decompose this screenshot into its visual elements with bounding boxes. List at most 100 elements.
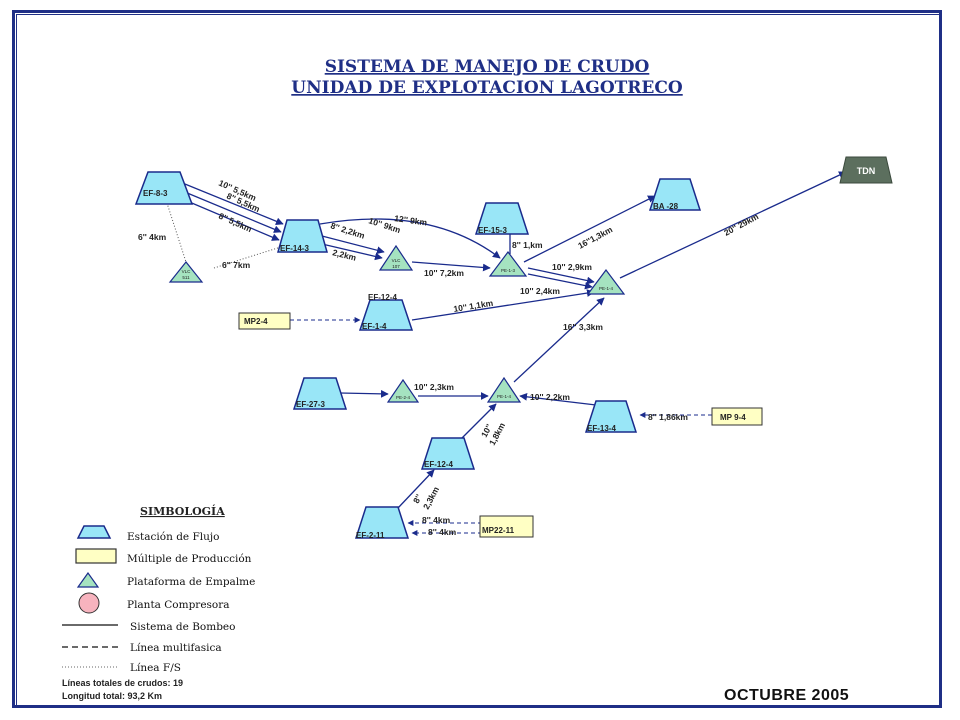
pipe-ef8-ef14-b [179,189,282,233]
pipe-label: 16''1,3km [576,224,614,251]
pipe-label: 20'' 29km [722,211,760,238]
pipe-label: 10'' 2,2km [530,392,570,402]
legend-pumping: Sistema de Bombeo [130,621,235,633]
pipe-vlc107-pe13 [411,261,491,272]
pipe-label: 10'' 2,4km [520,286,560,296]
station-label: EF-8-3 [143,189,168,198]
pipe-ef27-pe24 [339,389,389,398]
manifold-mp22-11[interactable] [479,515,534,538]
platform-label: PE-1-4 [497,394,512,399]
pipe-label: 8'' 4km [422,515,451,525]
station-label: EF-2-11 [356,531,385,540]
legend-platform-icon [76,571,100,588]
platform-label: PE-1-3 [501,268,516,273]
platform-pe-1-4-lower[interactable] [486,376,522,403]
platform-vlc-511[interactable] [168,261,204,283]
legend-compressor: Planta Compresora [127,599,230,611]
station-ba-28[interactable] [648,178,702,211]
legend-heading: SIMBOLOGÍA [140,504,225,518]
title-line-2: UNIDAD DE EXPLOTACION LAGOTRECO [291,78,683,98]
platform-vlc-107[interactable] [378,244,414,271]
platform-pe-2-4[interactable] [386,378,420,403]
pipe-ef83-vlc511 [165,199,187,263]
destination-label: TDN [857,166,876,176]
manifold-label: MP2-4 [244,317,268,326]
total-lines: Líneas totales de crudos: 19 [62,678,183,688]
pipe-label: 10'' 2,3km [414,382,454,392]
pipe-label: 10'' 1,1km [453,298,494,314]
legend-platform: Plataforma de Empalme [127,576,255,588]
pipe-ef14-pe13-curve [319,218,501,259]
pipe-ef8-ef14-a [179,181,284,225]
station-ef-12-4-mid[interactable] [420,437,476,470]
pipe-label: 8'' 4km [428,527,457,537]
platform-label: VLC [182,269,192,274]
legend-compressor-icon [78,592,100,614]
pipe-label: 16'' 3,3km [563,322,603,332]
station-label: EF-1-4 [362,322,387,331]
manifold-label: MP 9-4 [720,413,746,422]
station-label: EF-15-3 [478,226,507,235]
pipe-pe13-pe14-b [527,273,593,290]
legend-fs: Línea F/S [130,662,181,674]
station-ef-2-11[interactable] [354,506,410,539]
pipe-label: 2,2km [332,247,358,263]
manifold-label: MP22-11 [482,526,515,535]
outer-frame [12,10,942,708]
platform-label: VLC [392,258,402,263]
destination-tdn[interactable] [839,156,893,184]
station-ef-8-3[interactable] [134,171,194,205]
pipe-label: 8'' 2,2km [329,220,366,241]
pipe-label: 10'' 2,9km [552,262,592,272]
station-label: EF-13-4 [587,424,616,433]
pipe-label: 12'' 9km [394,213,428,228]
pipe-pe14lower-pe14 [513,297,605,383]
inner-frame [16,14,942,706]
station-ef-1-4[interactable] [358,299,414,331]
title-line-1: SISTEMA DE MANEJO DE CRUDO [325,57,650,77]
pipe-label: 8'' [411,492,424,504]
legend-station-icon [76,525,112,539]
station-label: BA -28 [653,202,679,211]
legend-station: Estación de Flujo [127,531,219,543]
pipe-label: 6'' 4km [138,232,167,242]
station-label: EF-12-4 [424,460,453,469]
platform-label: PE-2-4 [396,395,411,400]
report-date: OCTUBRE 2005 [724,687,849,704]
pipe-ef12mid-pe14lower [461,403,497,439]
legend-multiphase: Línea multifasica [130,642,222,654]
platform-pe-1-3[interactable] [488,251,528,277]
pipe-ef14b-pe14 [411,289,595,321]
platform-label: PE-1-4 [599,286,614,291]
pipe-label: 2,3km [421,485,441,511]
station-ef-13-4[interactable] [584,400,638,433]
pipe-pe13-ba28 [523,195,656,263]
pipe-ef13-pe14lower [519,392,597,406]
pipe-label: 8'' 5,5km [217,211,254,235]
station-ef-27-3[interactable] [292,377,348,410]
total-length: Longitud total: 93,2 Km [62,691,162,701]
manifold-mp9-4[interactable] [711,407,763,426]
pipe-label: 8'' 1,86km [648,412,688,422]
pipe-ef211-ef12mid [397,469,435,509]
pipe-vlc511-ef143 [213,245,285,269]
platform-pe-1-4[interactable] [586,269,626,295]
platform-label: 511 [182,275,190,280]
station-label: EF-27-3 [296,400,325,409]
station-ef-15-3[interactable] [474,202,530,235]
legend-manifold: Múltiple de Producción [127,553,252,565]
station-label: EF-14-3 [280,244,309,253]
legend-manifold-icon [75,548,117,564]
pipe-label: 10'' 7,2km [424,268,464,278]
pipe-label: 6'' 7km [222,260,251,270]
manifold-mp2-4[interactable] [238,312,291,330]
pipe-ef14-vlc107-a [321,235,385,255]
pipe-ef14-vlc107-b [321,243,383,261]
pipe-ef8-ef14-c [179,197,280,241]
station-ef-14-3[interactable] [277,219,328,253]
pipe-pe14-tdn [619,171,847,279]
platform-label: 107 [392,264,400,269]
pipe-pe13-pe14-a [527,267,595,285]
station-label: EF-12-4 [368,293,397,302]
